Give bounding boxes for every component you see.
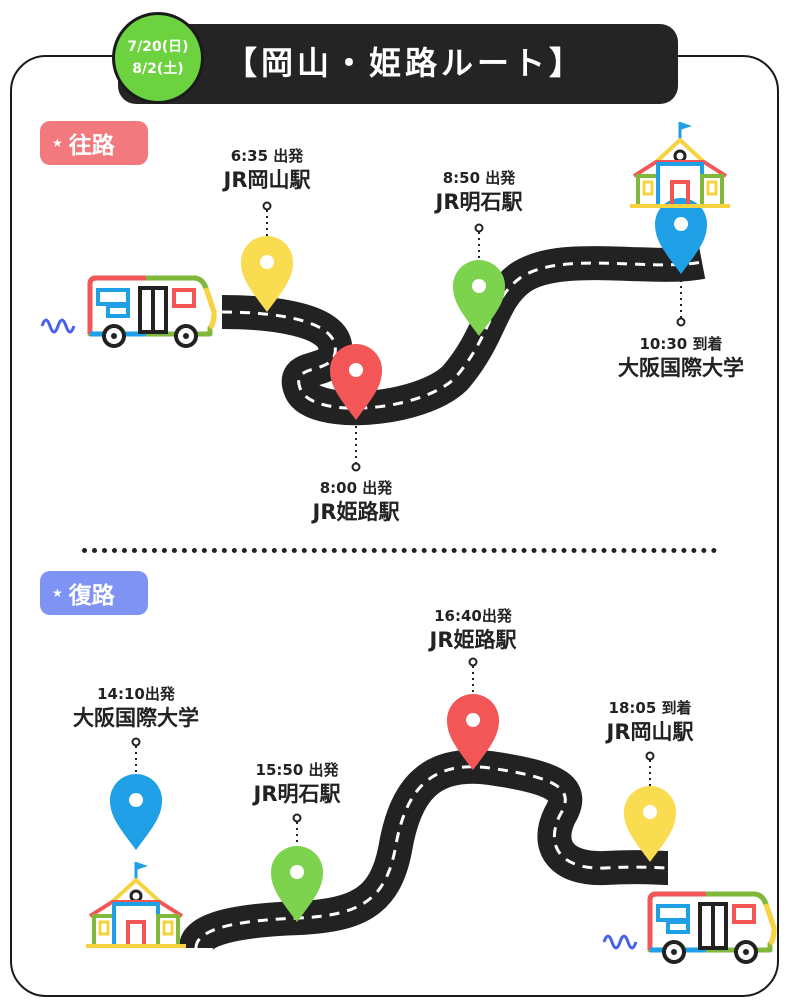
stop-time: 6:35 出発 — [230, 147, 304, 165]
date-2: 8/2(土) — [132, 61, 184, 77]
outbound-stop-himeji: 8:00 出発 JR姫路駅 — [313, 478, 400, 526]
outbound-stop-akashi: 8:50 出発 JR明石駅 — [436, 168, 523, 216]
return-stop-akashi: 15:50 出発 JR明石駅 — [254, 760, 341, 808]
stop-time: 15:50 出発 — [255, 761, 339, 779]
star-icon: ★ — [52, 136, 63, 150]
outbound-stop-okayama: 6:35 出発 JR岡山駅 — [224, 146, 311, 194]
bus-icon — [90, 278, 214, 346]
return-stop-osaka-intl: 14:10出発 大阪国際大学 — [73, 684, 199, 732]
outbound-badge: ★ 往路 — [40, 121, 148, 165]
return-badge-label: 復路 — [68, 583, 115, 609]
stop-time: 14:10出発 — [97, 685, 175, 703]
stop-station: JR明石駅 — [253, 782, 341, 806]
stop-time: 18:05 到着 — [608, 699, 692, 717]
stop-station: JR明石駅 — [435, 190, 523, 214]
stop-station: JR岡山駅 — [223, 168, 311, 192]
return-stop-himeji: 16:40出発 JR姫路駅 — [430, 606, 517, 654]
outbound-stop-osaka-intl: 10:30 到着 大阪国際大学 — [618, 334, 744, 382]
leader-dots — [131, 201, 686, 823]
school-icon — [628, 120, 732, 208]
date-badge: 7/20(日) 8/2(土) — [112, 12, 204, 104]
title-bar — [118, 24, 678, 104]
stop-station: JR姫路駅 — [429, 628, 517, 652]
stop-time: 10:30 到着 — [639, 335, 723, 353]
map-pin-icon — [110, 774, 162, 850]
outbound-road — [221, 245, 706, 426]
motion-lines — [40, 318, 76, 334]
stop-station: JR岡山駅 — [606, 720, 694, 744]
star-icon: ★ — [52, 586, 63, 600]
stop-station: 大阪国際大学 — [618, 356, 744, 380]
bus-icon — [650, 894, 774, 962]
motion-lines — [602, 934, 638, 950]
school-icon — [84, 860, 188, 948]
stop-time: 8:00 出発 — [319, 479, 393, 497]
return-badge: ★ 復路 — [40, 571, 148, 615]
page-title: 【岡山・姫路ルート】 — [225, 44, 586, 82]
outbound-badge-label: 往路 — [68, 133, 115, 159]
date-1: 7/20(日) — [127, 39, 189, 55]
stop-station: JR姫路駅 — [312, 500, 400, 524]
stop-station: 大阪国際大学 — [73, 706, 199, 730]
return-stop-okayama: 18:05 到着 JR岡山駅 — [607, 698, 694, 746]
stop-time: 8:50 出発 — [442, 169, 516, 187]
section-divider — [82, 548, 717, 553]
stop-time: 16:40出発 — [434, 607, 512, 625]
leader-lines — [135, 210, 682, 862]
